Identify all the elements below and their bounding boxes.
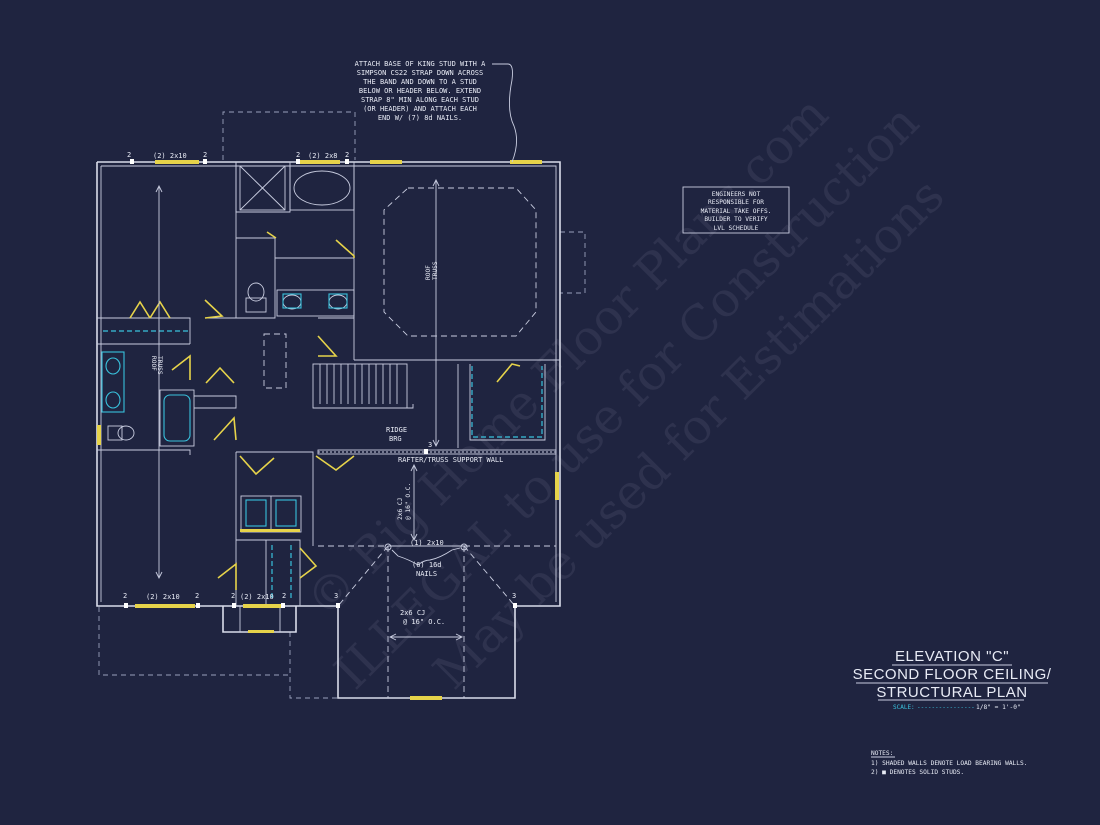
svg-text:END W/ (7) 8d NAILS.: END W/ (7) 8d NAILS. xyxy=(378,114,462,122)
stair-treads xyxy=(319,364,398,404)
title-line-1: ELEVATION "C" xyxy=(895,648,1009,665)
stud-label: 3 xyxy=(512,592,516,600)
nails-label-1: (6) 16d xyxy=(412,561,442,569)
stud-label: 2 xyxy=(345,151,349,159)
cj-front-label-1: 2x6 CJ xyxy=(400,609,425,617)
svg-text:@ 16" O.C.: @ 16" O.C. xyxy=(405,483,412,520)
stud-label: 2 xyxy=(296,151,300,159)
cj-front-label-2: @ 16" O.C. xyxy=(403,618,445,626)
notes-line-1: 1) SHADED WALLS DENOTE LOAD BEARING WALL… xyxy=(871,760,1027,767)
svg-text:ATTACH BASE OF KING STUD WITH: ATTACH BASE OF KING STUD WITH A xyxy=(355,60,486,68)
dimension-lines xyxy=(155,178,464,641)
nails-label-2: NAILS xyxy=(416,570,437,578)
cj-vertical-label: 2x6 CJ @ 16" O.C. xyxy=(397,483,412,520)
stud-label: 2 xyxy=(195,592,199,600)
support-wall-label: RAFTER/TRUSS SUPPORT WALL xyxy=(398,456,503,464)
doors xyxy=(97,231,559,590)
svg-text:ENGINEERS NOT: ENGINEERS NOT xyxy=(712,191,761,198)
svg-text:RESPONSIBLE FOR: RESPONSIBLE FOR xyxy=(708,199,764,206)
svg-text:(OR HEADER) AND ATTACH EACH: (OR HEADER) AND ATTACH EACH xyxy=(363,105,477,113)
title-block: ELEVATION "C" SECOND FLOOR CEILING/ STRU… xyxy=(853,648,1052,701)
title-line-3: STRUCTURAL PLAN xyxy=(876,684,1027,701)
stud-label: 2 xyxy=(282,592,286,600)
ridge-label: RIDGE xyxy=(386,426,407,434)
svg-text:TRUSS: TRUSS xyxy=(432,261,439,280)
stud-label: 3 xyxy=(428,441,432,449)
scale-dots: ---------------- xyxy=(917,704,975,711)
roof-truss-label-left: ROOF TRUSS xyxy=(150,356,163,375)
svg-text:BUILDER TO VERIFY: BUILDER TO VERIFY xyxy=(704,216,768,223)
scale-value: 1/8" = 1'-0" xyxy=(976,704,1021,711)
svg-text:2x6 CJ: 2x6 CJ xyxy=(397,498,404,520)
general-notes: NOTES: 1) SHADED WALLS DENOTE LOAD BEARI… xyxy=(871,750,1027,776)
stud-label: 2 xyxy=(203,151,207,159)
note-leader xyxy=(492,63,517,163)
svg-text:THE BAND AND DOWN TO A STUD: THE BAND AND DOWN TO A STUD xyxy=(363,78,477,86)
svg-text:MATERIAL TAKE OFFS.: MATERIAL TAKE OFFS. xyxy=(701,208,772,215)
headers-windows xyxy=(135,160,542,700)
stud-label: 3 xyxy=(334,592,338,600)
svg-text:TRUSS: TRUSS xyxy=(156,356,163,375)
svg-text:LVL SCHEDULE: LVL SCHEDULE xyxy=(714,225,759,232)
scale-label: SCALE: xyxy=(893,704,915,711)
svg-text:STRAP 8" MIN ALONG EACH STUD: STRAP 8" MIN ALONG EACH STUD xyxy=(361,96,479,104)
watermark: © Big Home Floor Plans.com ILLEGAL to us… xyxy=(296,86,956,700)
svg-text:ROOF: ROOF xyxy=(425,265,432,280)
svg-text:BELOW OR HEADER BELOW. EXTEND: BELOW OR HEADER BELOW. EXTEND xyxy=(359,87,481,95)
solid-studs xyxy=(124,159,517,608)
stud-numbers: 2 2 2 2 2 2 2 2 3 3 3 xyxy=(123,151,516,600)
notes-line-2: 2) ■ DENOTES SOLID STUDS. xyxy=(871,769,964,776)
svg-text:ROOF: ROOF xyxy=(150,356,157,371)
stud-label: 2 xyxy=(127,151,131,159)
strap-note: ATTACH BASE OF KING STUD WITH A SIMPSON … xyxy=(355,60,486,122)
stud-label: 2 xyxy=(123,592,127,600)
title-line-2: SECOND FLOOR CEILING/ xyxy=(853,666,1052,683)
plumbing-fixtures xyxy=(101,293,348,527)
svg-text:SIMPSON CS22 STRAP DOWN ACROSS: SIMPSON CS22 STRAP DOWN ACROSS xyxy=(357,69,483,77)
scale-line: SCALE: ---------------- 1/8" = 1'-0" xyxy=(893,704,1021,711)
engineer-disclaimer-box: ENGINEERS NOT RESPONSIBLE FOR MATERIAL T… xyxy=(682,186,790,234)
brg-label: BRG xyxy=(389,435,402,443)
header-label-2x10-bottom-mid: (2) 2x10 xyxy=(240,593,274,601)
header-label-2x8-top: (2) 2x8 xyxy=(308,152,338,160)
header-label-1x10: (1) 2x10 xyxy=(410,539,444,547)
header-label-2x10-top: (2) 2x10 xyxy=(153,152,187,160)
notes-heading: NOTES: xyxy=(871,750,893,757)
stud-label: 2 xyxy=(231,592,235,600)
header-label-2x10-bottom-left: (2) 2x10 xyxy=(146,593,180,601)
roof-truss-label-right: ROOF TRUSS xyxy=(425,261,439,280)
